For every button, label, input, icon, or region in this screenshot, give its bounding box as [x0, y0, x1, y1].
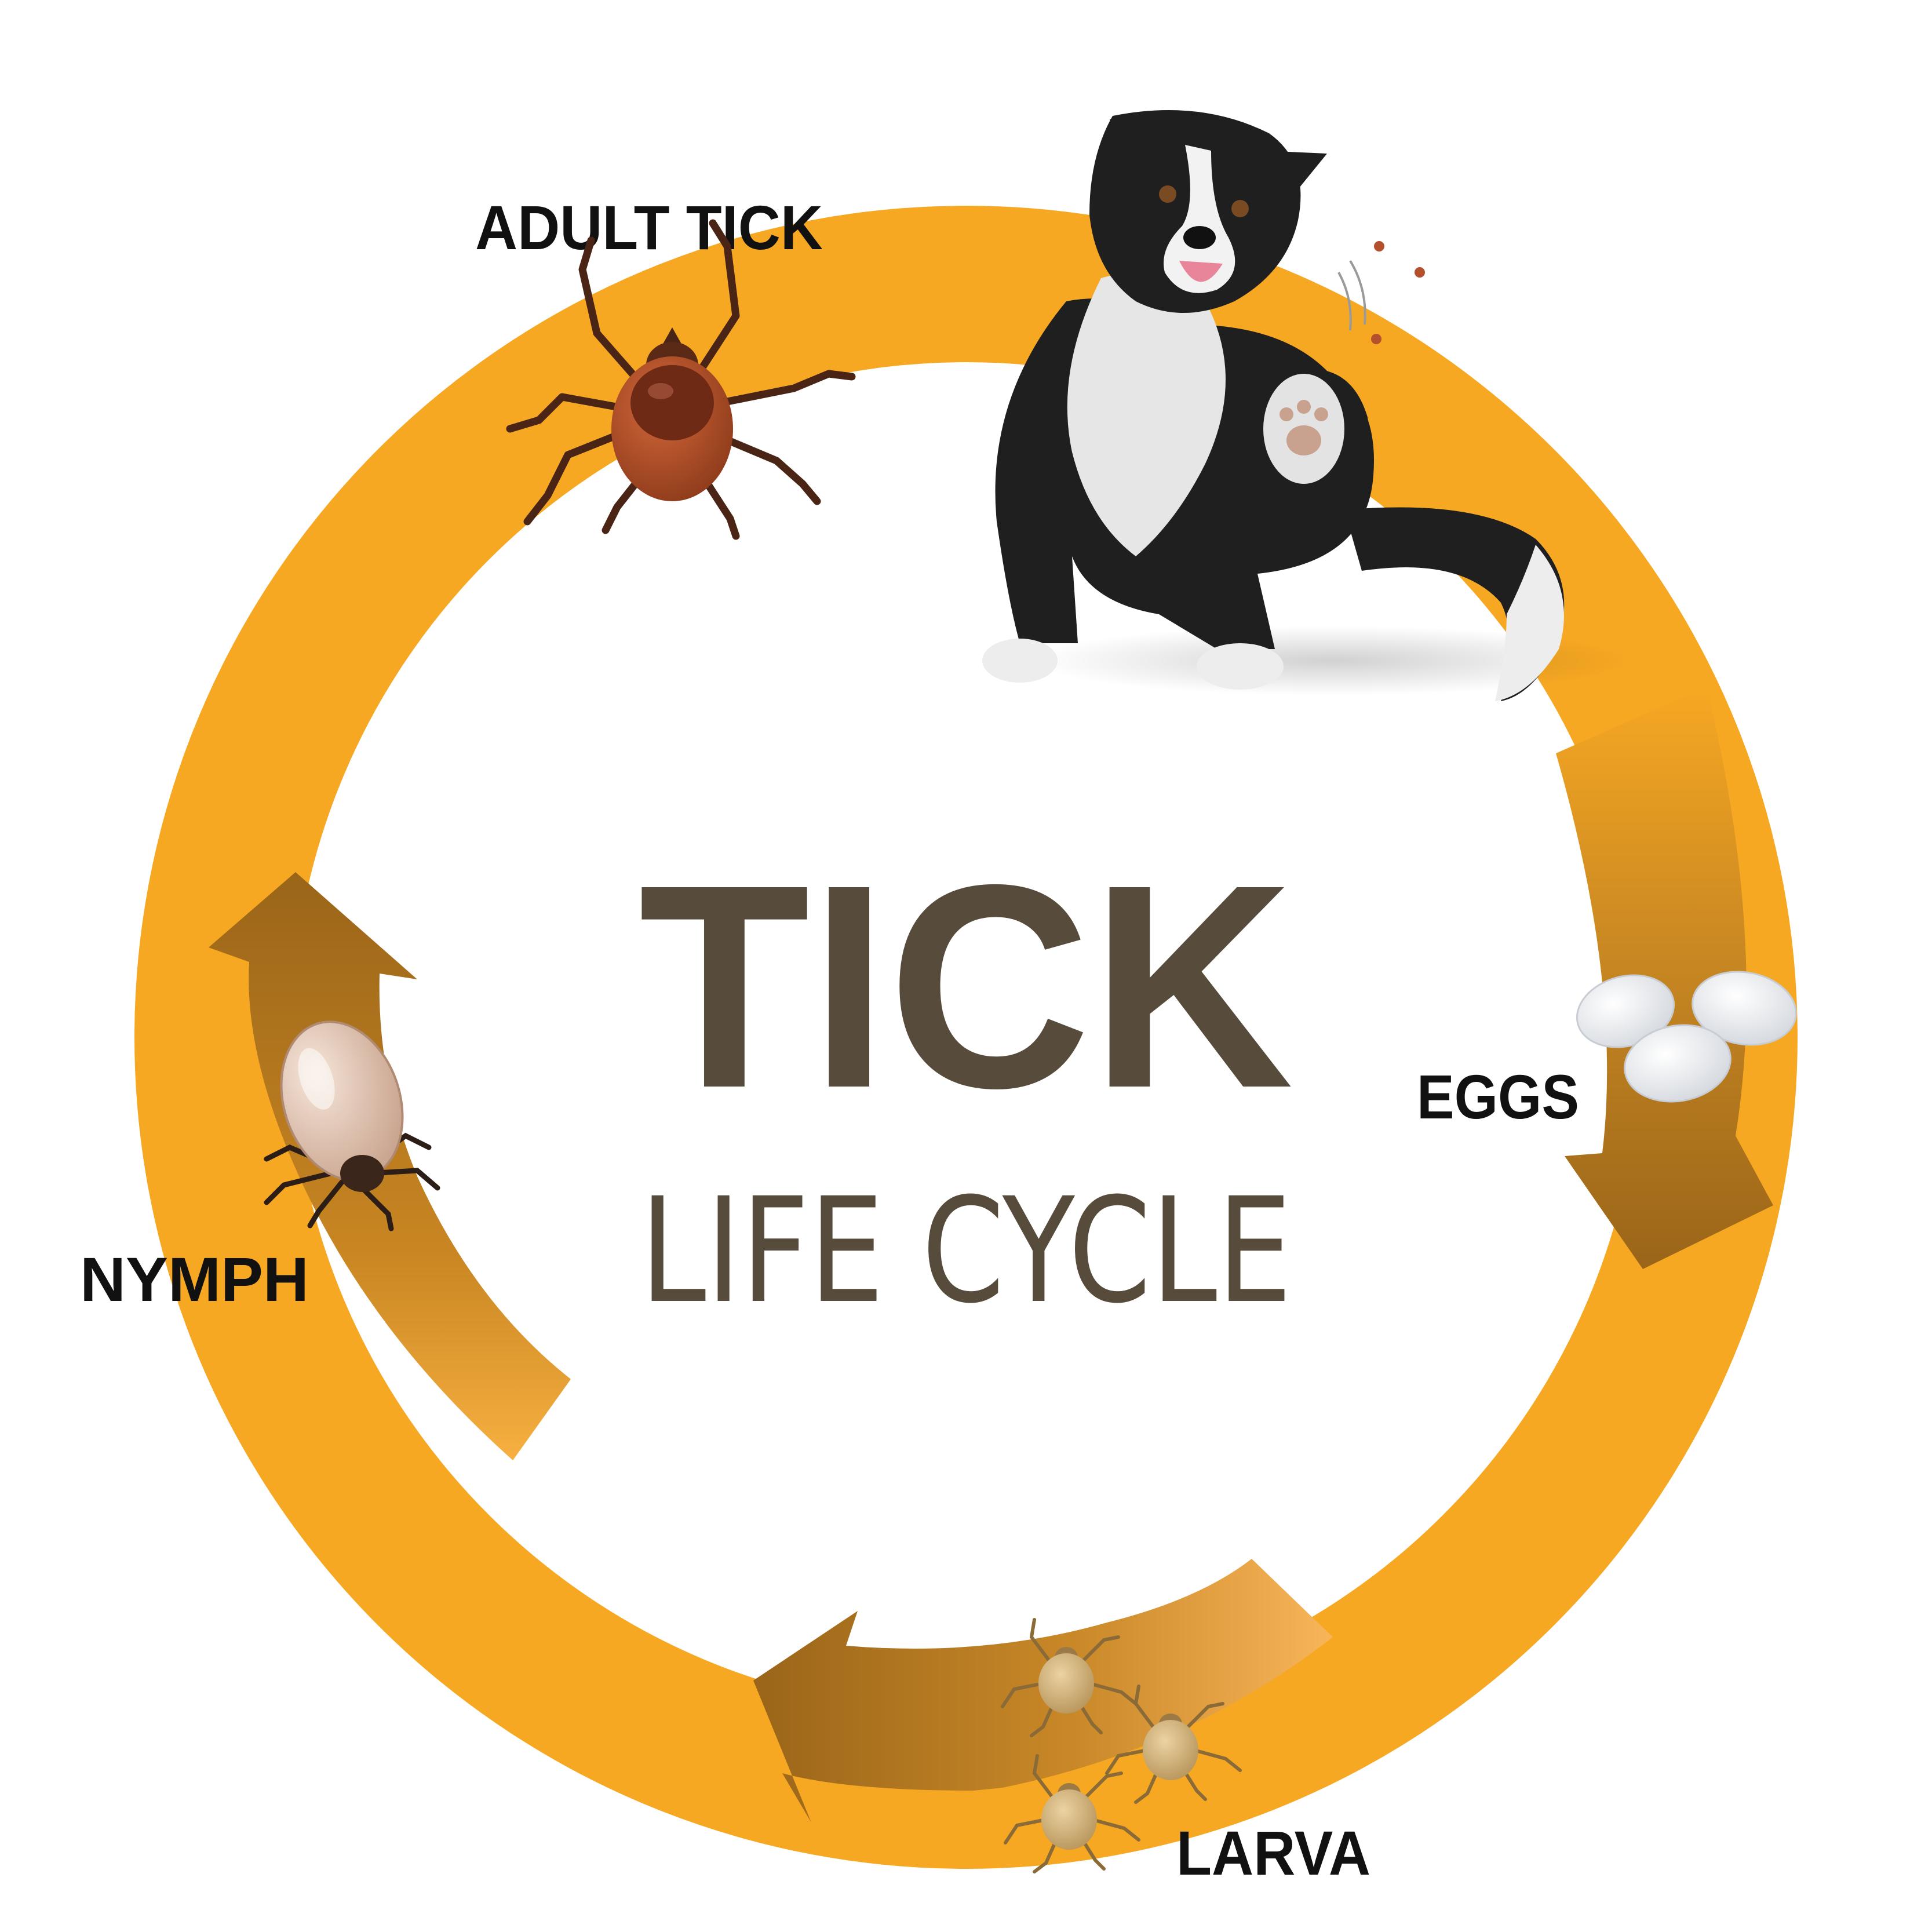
dog-icon: [982, 110, 1634, 701]
label-adult-tick: ADULT TICK: [475, 192, 823, 263]
title-sub: LIFE CYCLE: [640, 1167, 1292, 1335]
title-main: TICK: [639, 824, 1293, 1148]
label-larva: LARVA: [1176, 1818, 1370, 1888]
label-eggs: EGGS: [1417, 1062, 1579, 1132]
label-nymph: NYMPH: [80, 1244, 309, 1314]
